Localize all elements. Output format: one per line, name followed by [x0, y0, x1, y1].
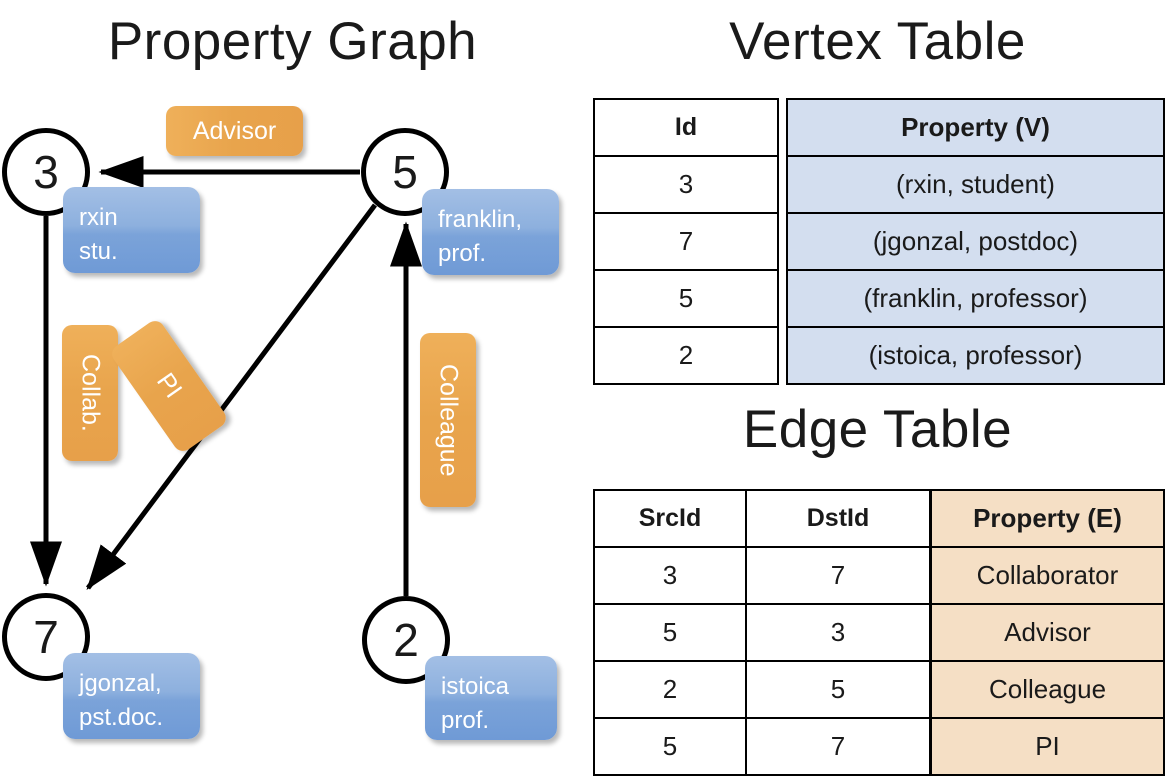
graph-node-2-label: 2: [393, 614, 419, 666]
vertex-table-header-property: Property (V): [786, 98, 1165, 157]
table-row: PI: [930, 717, 1165, 776]
vertex-table-cell-property: (franklin, professor): [786, 269, 1165, 328]
graph-node-5-label: 5: [392, 146, 418, 198]
table-row: 3 7: [593, 546, 931, 605]
edge-table-cell-dstid: 7: [745, 717, 931, 776]
edge-table-header-property: Property (E): [930, 489, 1165, 548]
edge-table-cell-srcid: 3: [593, 546, 747, 605]
edge-label-collab-text: Collab.: [76, 354, 105, 432]
vertex-table-header-id: Id: [593, 98, 779, 157]
vertex-property-box-2-line2: prof.: [441, 707, 490, 734]
vertex-table-cell-property: (istoica, professor): [786, 326, 1165, 385]
table-header-row: Id: [593, 98, 779, 157]
table-row: 2: [593, 326, 779, 385]
vertex-table-cell-id: 5: [593, 269, 779, 328]
table-row: (jgonzal, postdoc): [786, 212, 1165, 271]
edge-table-cell-dstid: 7: [745, 546, 931, 605]
edge-label-advisor: Advisor: [166, 106, 303, 156]
vertex-table-property-column: Property (V) (rxin, student) (jgonzal, p…: [786, 98, 1165, 385]
table-row: 3: [593, 155, 779, 214]
vertex-table-cell-id: 7: [593, 212, 779, 271]
vertex-property-box-5-line2: prof.: [438, 240, 487, 267]
vertex-property-box-2: istoica prof.: [425, 656, 557, 740]
edge-table-cell-property: PI: [930, 717, 1165, 776]
table-row: (istoica, professor): [786, 326, 1165, 385]
edge-label-colleague-text: Colleague: [434, 363, 463, 477]
vertex-property-box-7-line1: jgonzal,: [79, 670, 162, 697]
table-row: 2 5: [593, 660, 931, 719]
vertex-property-box-3-line2: stu.: [79, 238, 118, 265]
vertex-property-box-7: jgonzal, pst.doc.: [63, 653, 200, 739]
edge-label-pi-text: PI: [151, 368, 188, 404]
vertex-property-box-5-line1: franklin,: [438, 206, 523, 233]
vertex-property-box-7-line2: pst.doc.: [79, 704, 164, 731]
edge-label-collab: Collab.: [62, 325, 118, 461]
vertex-table-cell-property: (jgonzal, postdoc): [786, 212, 1165, 271]
edge-table-property-column: Property (E) Collaborator Advisor Collea…: [930, 489, 1165, 776]
edge-table-id-columns: SrcId DstId 3 7 5 3 2 5 5 7: [593, 489, 931, 776]
vertex-table-cell-property: (rxin, student): [786, 155, 1165, 214]
table-row: 5: [593, 269, 779, 328]
vertex-table-id-column: Id 3 7 5 2: [593, 98, 779, 385]
vertex-property-box-3-line1: rxin: [79, 204, 118, 231]
vertex-property-box-5: franklin, prof.: [422, 189, 559, 275]
table-row: Collaborator: [930, 546, 1165, 605]
edge-table-cell-property: Advisor: [930, 603, 1165, 662]
edge-table-header-dstid: DstId: [745, 489, 931, 548]
edge-line-5-to-7: [85, 203, 378, 591]
graph-node-3-label: 3: [33, 146, 59, 198]
edge-table-cell-property: Colleague: [930, 660, 1165, 719]
graph-node-2[interactable]: 2: [362, 596, 450, 684]
page-title-edge-table: Edge Table: [742, 400, 1013, 459]
page-title-vertex-table: Vertex Table: [729, 12, 1026, 71]
edge-label-colleague: Colleague: [420, 333, 476, 507]
edge-table-cell-srcid: 5: [593, 717, 747, 776]
vertex-table-cell-id: 3: [593, 155, 779, 214]
edge-table-cell-srcid: 5: [593, 603, 747, 662]
edge-table-cell-dstid: 5: [745, 660, 931, 719]
table-row: 5 3: [593, 603, 931, 662]
graph-edge-lines: [30, 156, 422, 596]
table-row: (franklin, professor): [786, 269, 1165, 328]
graph-node-7-label: 7: [33, 611, 59, 663]
edge-label-advisor-text: Advisor: [192, 116, 277, 145]
vertex-property-box-3: rxin stu.: [63, 187, 200, 273]
table-row: 7: [593, 212, 779, 271]
table-header-row: SrcId DstId: [593, 489, 931, 548]
vertex-table-cell-id: 2: [593, 326, 779, 385]
table-row: 5 7: [593, 717, 931, 776]
edge-table-cell-property: Collaborator: [930, 546, 1165, 605]
edge-table-header-srcid: SrcId: [593, 489, 747, 548]
table-row: Advisor: [930, 603, 1165, 662]
property-graph-panel: Property Graph 3 5 7 2 rxin stu. frankli…: [0, 0, 585, 760]
table-row: (rxin, student): [786, 155, 1165, 214]
table-header-row: Property (V): [786, 98, 1165, 157]
table-header-row: Property (E): [930, 489, 1165, 548]
graph-node-5[interactable]: 5: [361, 128, 449, 216]
table-row: Colleague: [930, 660, 1165, 719]
page-title-property-graph: Property Graph: [107, 12, 478, 71]
edge-table-cell-dstid: 3: [745, 603, 931, 662]
vertex-property-box-2-line1: istoica: [441, 673, 510, 700]
edge-table-cell-srcid: 2: [593, 660, 747, 719]
